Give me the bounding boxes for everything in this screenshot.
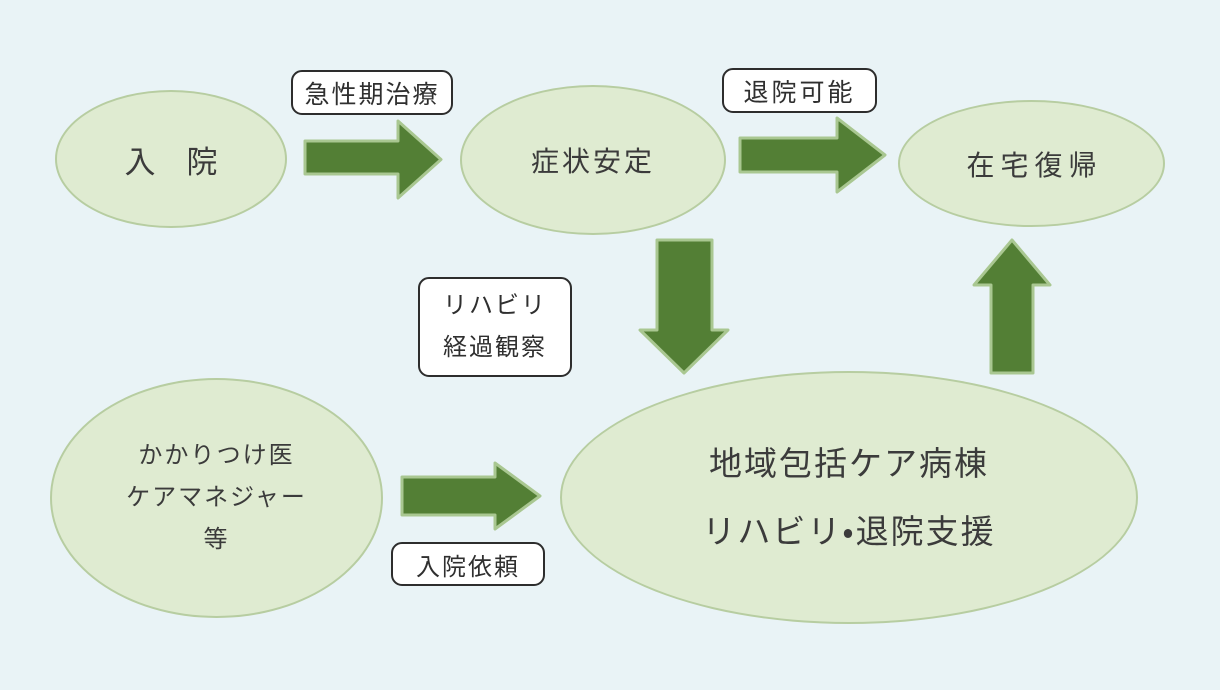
arrow-ward-to-home — [972, 238, 1052, 375]
label-rehab-observation: リハビリ 経過観察 — [418, 277, 572, 377]
label-admission-request-text: 入院依頼 — [416, 553, 520, 581]
label-admission-request: 入院依頼 — [391, 542, 545, 586]
node-admission: 入 院 — [55, 90, 287, 228]
arrow-admission-to-stable — [303, 119, 443, 200]
node-referrer-line-1: かかりつけ医 — [138, 442, 295, 469]
node-care-ward: 地域包括ケア病棟 リハビリ・退院支援 — [560, 371, 1138, 624]
label-discharge-possible-text: 退院可能 — [743, 78, 856, 107]
label-rehab-observation-line-1: リハビリ — [443, 292, 547, 319]
label-discharge-possible: 退院可能 — [722, 68, 877, 113]
arrow-referrer-to-ward — [400, 461, 542, 531]
label-rehab-observation-line-2: 経過観察 — [443, 334, 547, 361]
node-referrer-line-2: ケアマネジャー — [126, 484, 307, 511]
label-acute-treatment-text: 急性期治療 — [304, 80, 440, 109]
node-symptom-stable-label: 症状安定 — [530, 146, 655, 177]
node-return-home: 在宅復帰 — [898, 100, 1165, 227]
label-acute-treatment: 急性期治療 — [291, 70, 453, 115]
node-symptom-stable: 症状安定 — [460, 85, 726, 235]
node-referrer: かかりつけ医 ケアマネジャー 等 — [50, 378, 383, 618]
node-care-ward-line-2: リハビリ・退院支援 — [702, 512, 996, 550]
node-admission-label: 入 院 — [124, 144, 218, 180]
node-referrer-line-3: 等 — [203, 526, 230, 553]
node-care-ward-line-1: 地域包括ケア病棟 — [709, 444, 989, 482]
arrow-stable-to-home — [738, 116, 887, 194]
arrow-stable-to-ward — [638, 238, 730, 375]
node-return-home-label: 在宅復帰 — [966, 149, 1103, 181]
